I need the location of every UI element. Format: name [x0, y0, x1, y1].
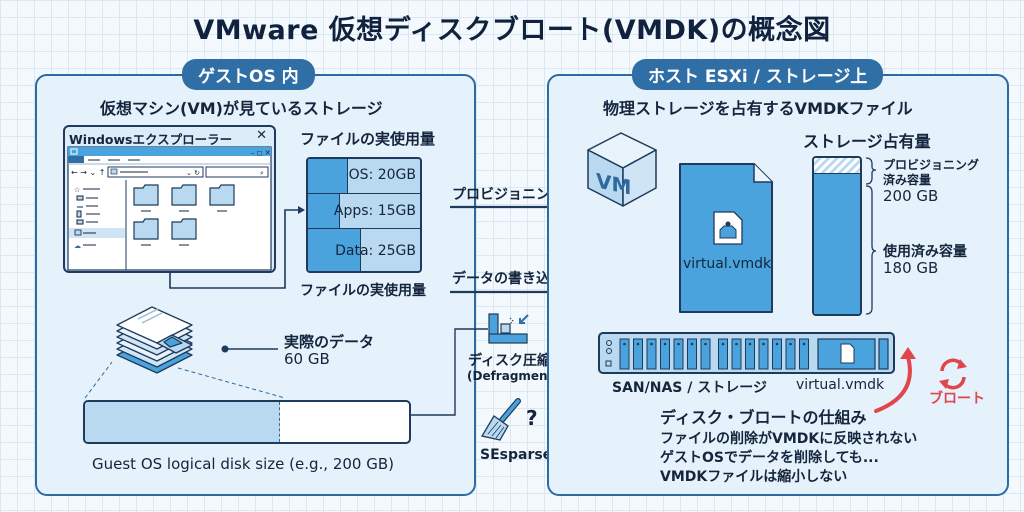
explorer-titlebar [68, 147, 271, 156]
storage-heading: ストレージ占有量 [803, 132, 931, 151]
drive-bay [772, 338, 782, 370]
drive-bay [718, 338, 728, 370]
folder-icon [171, 218, 197, 240]
usage-block-os: OS: 20GB [308, 159, 420, 194]
logical-disk-bar [83, 400, 411, 444]
usage-label-top: ファイルの実使用量 [300, 130, 436, 148]
logical-disk-fill [85, 402, 281, 442]
provisioning-label: プロビジョニング [452, 187, 564, 203]
drive-bay [633, 338, 643, 370]
provisioned-value: 200 GB [883, 187, 939, 205]
usage-label-bottom: ファイルの実使用量 [300, 283, 426, 299]
broom-icon[interactable] [480, 398, 526, 442]
svg-text:⌕: ⌕ [260, 169, 264, 177]
mechanism-title: ディスク・ブロートの仕組み [660, 408, 867, 427]
drive-bay [745, 338, 755, 370]
svg-text:– ◻ ✕: – ◻ ✕ [251, 149, 271, 157]
san-file-label: virtual.vmdk [796, 377, 885, 393]
usage-os-label: OS: 20GB [348, 167, 416, 183]
svg-text:☆: ☆ [74, 186, 80, 194]
ribbon-tab [68, 156, 84, 163]
host-heading: 物理ストレージを占有するVMDKファイル [603, 99, 913, 118]
vm-cube-icon [587, 132, 657, 207]
storage-used-fill [814, 172, 860, 314]
address-bar [107, 166, 204, 178]
search-box [205, 166, 269, 178]
explorer-body: – ◻ ✕ ← → ⌄ ↑ ⌄ ↻ ⌕ ☆ ☁ [67, 146, 272, 271]
storage-braces [865, 157, 877, 315]
folder-icons [133, 184, 235, 246]
drive-bay [799, 338, 809, 370]
san-server-icon [598, 332, 895, 374]
write-label: データの書き込み [452, 271, 564, 287]
mechanism-line-3: VMDKファイルは縮小しない [660, 469, 848, 485]
actual-data-label: 実際のデータ [284, 333, 375, 351]
drive-bay [687, 338, 697, 370]
host-badge: ホスト ESXi / ストレージ上 [632, 59, 884, 90]
usage-data-label: Data: 25GB [335, 243, 416, 259]
svg-text:⌄ ↻: ⌄ ↻ [186, 169, 200, 177]
usage-box: OS: 20GB Apps: 15GB Data: 25GB [306, 157, 422, 273]
explorer-title: Windowsエクスプローラー [69, 132, 233, 147]
guest-heading: 仮想マシン(VM)が見ているストレージ [100, 99, 383, 118]
storage-bar [812, 156, 862, 316]
vmdk-file-icon [679, 163, 773, 313]
san-label: SAN/NAS / ストレージ [612, 380, 767, 396]
bloat-label: ブロート [929, 391, 985, 407]
page-title: VMware 仮想ディスクブロート(VMDK)の概念図 [193, 15, 831, 46]
drive-bay [758, 338, 769, 370]
usage-block-data: Data: 25GB [308, 229, 420, 271]
drive-bay [731, 338, 742, 370]
usage-apps-label: Apps: 15GB [333, 203, 416, 219]
drive-bay [673, 338, 684, 370]
mechanism-line-1: ファイルの削除がVMDKに反映されない [660, 431, 918, 447]
guest-os-badge: ゲストOS 内 [182, 59, 315, 90]
folder-icon [133, 184, 159, 206]
actual-data-value: 60 GB [284, 350, 330, 368]
vmdk-file-label: virtual.vmdk [683, 256, 772, 272]
drive-bay [619, 338, 630, 370]
defrag-icon[interactable] [486, 312, 536, 348]
drive-bay [785, 338, 796, 370]
defrag-sublabel: (Defragment) [467, 369, 559, 383]
svg-text:☁: ☁ [74, 242, 81, 250]
folder-icon [133, 218, 159, 240]
close-icon[interactable]: ✕ [256, 128, 267, 143]
question-mark: ? [526, 406, 538, 430]
drive-bay [700, 338, 711, 370]
drive-bay [646, 338, 657, 370]
mechanism-line-2: ゲストOSでデータを削除しても... [660, 450, 879, 466]
folder-icon [171, 184, 197, 206]
provisioned-label-2: 済み容量 [883, 173, 932, 187]
used-label: 使用済み容量 [883, 244, 967, 260]
disk-label: Guest OS logical disk size (e.g., 200 GB… [92, 455, 394, 473]
drive-bay [660, 338, 670, 370]
svg-text:← → ⌄ ↑: ← → ⌄ ↑ [71, 168, 105, 177]
bloat-arrow [874, 347, 967, 413]
folder-icon [209, 184, 235, 206]
sesparse-label: SEsparse [480, 447, 553, 463]
data-stack-icon [116, 306, 193, 374]
used-value: 180 GB [883, 259, 939, 277]
explorer-window: Windowsエクスプローラー ✕ – ◻ ✕ ← → ⌄ ↑ ⌄ ↻ ⌕ ☆ … [63, 125, 276, 273]
provisioned-label-1: プロビジョニング [883, 158, 980, 172]
drive-bays [619, 338, 809, 370]
usage-block-apps: Apps: 15GB [308, 194, 420, 229]
defrag-label: ディスク圧縮 [468, 353, 552, 369]
